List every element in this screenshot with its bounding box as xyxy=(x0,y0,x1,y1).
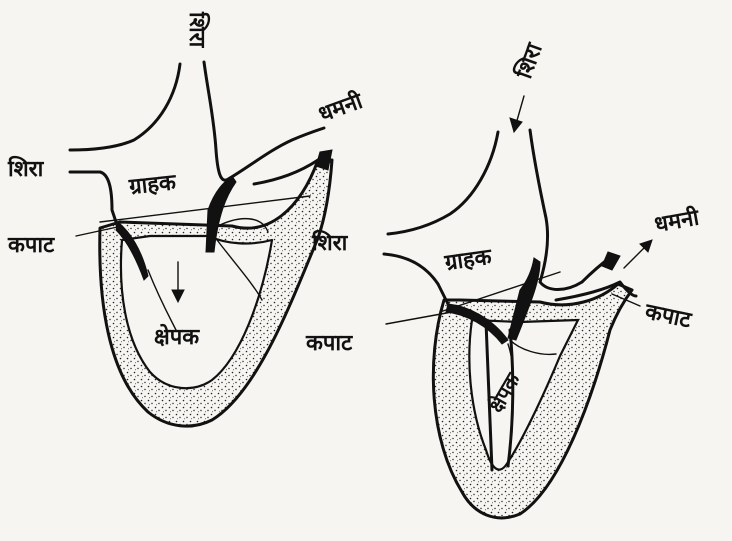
figure-1-label-pumping-chamber: क्षेपक xyxy=(154,323,200,350)
figure-1-label-vein: शिरा xyxy=(7,155,45,182)
figure-2-label-vein: शिरा xyxy=(311,229,349,256)
figure-1-left-vein-wall xyxy=(70,172,118,228)
figure-2-top-vein-left-wall xyxy=(388,132,498,234)
figure-2-label-receiver: ग्राहक xyxy=(442,245,494,277)
figure-1-label-receiver: ग्राहक xyxy=(127,170,178,200)
figure-2-label-valve-right: कपाट xyxy=(642,299,694,333)
figure-2-left-vein-wall xyxy=(384,254,448,304)
figure-2-inflow-arrow xyxy=(516,96,524,124)
figure-1-label-artery: धमनी xyxy=(315,87,367,128)
figure-1-top-vein-right-wall xyxy=(204,62,230,180)
figure-1-heart: शिरा शिरा धमनी ग्राहक कपाट क्षेपक xyxy=(7,11,367,426)
figure-1-label-valve: कपाट xyxy=(7,233,55,258)
figure-2-outflow-arrow xyxy=(624,246,646,268)
figure-1-label-top-vein: शिरा xyxy=(184,11,211,49)
figure-2-label-valve-left: कपाट xyxy=(305,331,353,356)
figure-2-artery-valve xyxy=(602,252,620,270)
figure-1-artery-lower-wall xyxy=(230,128,324,178)
figure-2-label-artery: धमनी xyxy=(652,203,702,238)
figure-1-top-vein-left-wall xyxy=(70,64,180,150)
figure-2-label-top-vein: शिरा xyxy=(510,38,548,83)
figure-2-inflow-arrowhead xyxy=(510,118,522,132)
